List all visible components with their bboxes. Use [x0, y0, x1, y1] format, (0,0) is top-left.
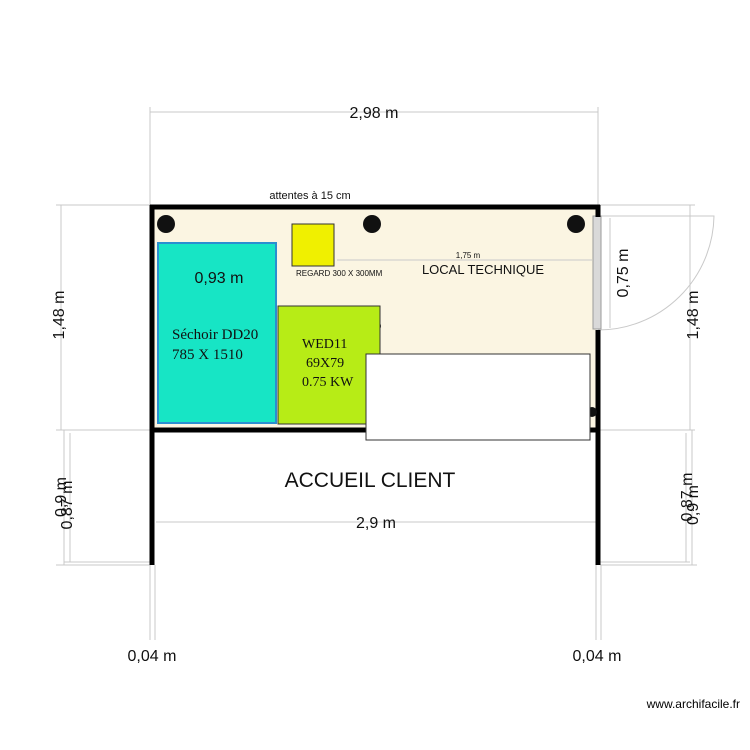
wed-label-size: 69X79: [306, 356, 344, 371]
label-attentes: attentes à 15 cm: [269, 190, 350, 202]
label-regard: REGARD 300 X 300MM: [296, 269, 383, 278]
dim-bottom-left: 0,04 m: [128, 648, 177, 665]
watermark[interactable]: www.archifacile.fr: [646, 697, 740, 711]
door-leaf: [592, 215, 602, 330]
sechoir-label-name: Séchoir DD20: [172, 327, 258, 343]
dim-right-height: 1,48 m: [685, 291, 702, 340]
dim-total-width: 2,98 m: [350, 105, 399, 122]
wed-label-name: WED11: [302, 337, 347, 352]
regard-square[interactable]: [291, 223, 335, 267]
dim-left-height: 1,48 m: [51, 291, 68, 340]
dim-left-low-a: 0,9 m: [53, 477, 70, 517]
circle-outlet-icon: [567, 215, 585, 233]
label-local-technique: LOCAL TECHNIQUE: [422, 262, 544, 277]
dim-bottom-right: 0,04 m: [573, 648, 622, 665]
wed-unit[interactable]: [277, 305, 381, 425]
dim-inner-width: 0,93 m: [195, 270, 244, 287]
sechoir-label-size: 785 X 1510: [172, 347, 243, 363]
dim-inner-width-bg: [192, 267, 246, 287]
dim-right-low-a: 0,87 m: [679, 473, 696, 522]
wed-label-power: 0.75 KW: [302, 375, 354, 390]
dim-right-low-b: 0,9 m: [685, 485, 702, 525]
dim-small-span: 1,75 m: [456, 251, 481, 260]
label-accueil-client: ACCUEIL CLIENT: [285, 469, 456, 492]
counter-box[interactable]: [365, 353, 591, 441]
dim-left-low-b: 0,87 m: [59, 481, 76, 530]
circle-outlet-icon: [363, 215, 381, 233]
dim-door-width: 0,75 m: [615, 249, 632, 298]
circle-outlet-icon: [157, 215, 175, 233]
door-swing-arc: [597, 215, 715, 331]
dim-lower-width: 2,9 m: [356, 515, 396, 532]
